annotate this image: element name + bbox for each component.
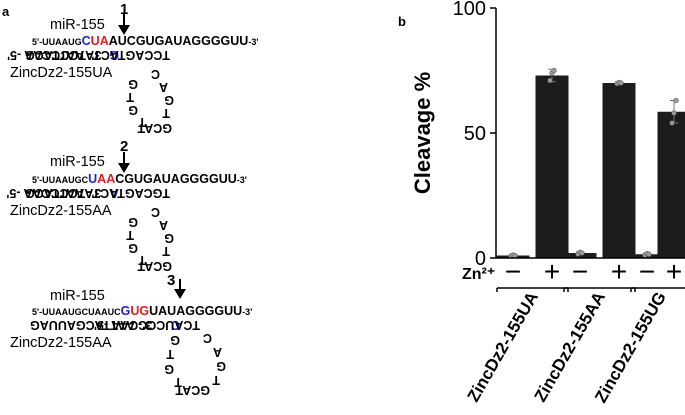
data-point-2-0-2 xyxy=(646,251,652,257)
svg-text:G: G xyxy=(170,333,180,347)
cleavage-site-number-2: 2 xyxy=(120,138,128,155)
svg-text:T: T xyxy=(166,347,174,361)
svg-text:G: G xyxy=(128,77,138,91)
svg-text:GCAT: GCAT xyxy=(137,121,172,135)
svg-text:G: G xyxy=(164,231,174,245)
dz-right-arm-3: TCAUCCCCAA -5' xyxy=(94,318,200,332)
dnazyme-name-2: ZincDz2-155AA xyxy=(10,203,112,219)
mirna-label-2: miR-155 xyxy=(50,154,105,170)
bar-ZincDz2-155UA-plus xyxy=(535,75,569,258)
dnazyme-name-3: ZincDz2-155AA xyxy=(10,335,112,351)
svg-text:C: C xyxy=(203,331,212,345)
data-point-2-1-2 xyxy=(673,97,679,104)
condition-sign-0-0: − xyxy=(505,256,521,287)
cleavage-arrow-1-head xyxy=(118,25,130,35)
svg-text:GCAT: GCAT xyxy=(137,259,172,273)
svg-text:T: T xyxy=(138,115,146,129)
svg-text:G: G xyxy=(128,103,138,117)
dz-cleavage-base-1: G xyxy=(109,48,119,62)
svg-text:C: C xyxy=(151,67,160,81)
svg-text:T: T xyxy=(126,228,134,242)
condition-sign-2-0: − xyxy=(639,256,655,287)
cleavage-site-number-1: 1 xyxy=(120,1,128,18)
bar-ZincDz2-155UG-plus xyxy=(657,111,685,258)
svg-text:C: C xyxy=(151,205,160,219)
svg-text:GCAT: GCAT xyxy=(175,383,210,397)
y-tick-label-0: 0 xyxy=(475,248,486,270)
data-point-2-1-0 xyxy=(669,120,675,126)
svg-text:A: A xyxy=(159,218,168,232)
data-point-0-1-2 xyxy=(551,67,557,74)
mirna-sequence-1: 5'-UUAAUGCUAAUCGUGAUAGGGGUU-3' xyxy=(32,34,258,48)
cleavage-site-number-3: 3 xyxy=(167,272,175,289)
y-axis-title: Cleavage % xyxy=(410,72,435,194)
cleavage-arrow-3-head xyxy=(174,289,186,299)
mirna-label-3: miR-155 xyxy=(50,288,105,304)
svg-text:T: T xyxy=(212,373,220,387)
condition-sign-0-1: + xyxy=(544,256,560,287)
dz-cleavage-base-2: A xyxy=(110,186,119,200)
svg-text:A: A xyxy=(213,345,222,359)
dz-right-arm-1: TCCAGTACTATCCCCAA -5' xyxy=(7,48,170,62)
catalytic-loop-2: G T G T C A G T GCAT xyxy=(126,205,174,273)
catalytic-loop-3: G T G T C A G T GCAT xyxy=(164,331,226,397)
mirna-sequence-3: 5'-UUAAUGCUAAUCGUGUAUAGGGGUU-3' xyxy=(32,304,252,318)
y-tick-label-2: 100 xyxy=(453,0,486,20)
y-tick-label-1: 50 xyxy=(464,123,486,145)
svg-text:T: T xyxy=(126,90,134,104)
svg-text:T: T xyxy=(162,106,170,120)
svg-text:T: T xyxy=(138,253,146,267)
mirna-label-1: miR-155 xyxy=(50,17,105,33)
svg-text:G: G xyxy=(128,241,138,255)
dz-left-arm-2: 3'- AATTACG xyxy=(25,186,101,200)
dz-right-arm-2: TGCAGTACTATCCCCAA -5' xyxy=(6,186,170,200)
bar-ZincDz2-155AA-plus xyxy=(602,83,636,258)
catalytic-loop-1: G T G T C A G T GCAT xyxy=(126,67,174,135)
svg-text:G: G xyxy=(128,215,138,229)
data-point-0-1-0 xyxy=(547,77,553,84)
dz-left-arm-3: 3'- AATTACGAUUAG xyxy=(30,318,152,332)
scheme-2: 2 miR-155 5'-UUAAUGCUAACGUGAUAGGGGUU-3' … xyxy=(6,138,247,273)
panel-a-label: a xyxy=(2,4,10,19)
condition-sign-1-1: + xyxy=(611,256,627,287)
svg-text:T: T xyxy=(174,375,182,389)
panel-b-label: b xyxy=(398,14,406,29)
scheme-3: 3 miR-155 5'-UUAAUGCUAAUCGUGUAUAGGGGUU-3… xyxy=(10,272,252,397)
condition-sign-1-0: − xyxy=(572,256,588,287)
condition-label: Zn²⁺ xyxy=(462,266,495,283)
svg-text:G: G xyxy=(216,359,226,373)
condition-sign-2-1: + xyxy=(666,256,682,287)
svg-text:G: G xyxy=(164,93,174,107)
scheme-1: 1 miR-155 5'-UUAAUGCUAAUCGUGAUAGGGGUU-3'… xyxy=(7,1,258,135)
data-point-2-1-1 xyxy=(671,110,677,116)
mirna-sequence-2: 5'-UUAAUGCUAACGUGAUAGGGGUU-3' xyxy=(32,172,247,186)
data-point-1-1-2 xyxy=(618,80,624,86)
dz-cleavage-base-3: C xyxy=(171,318,180,332)
dnazyme-name-1: ZincDz2-155UA xyxy=(10,65,113,81)
svg-text:G: G xyxy=(164,362,174,376)
svg-text:T: T xyxy=(162,244,170,258)
data-point-1-0-2 xyxy=(579,250,585,256)
group-label-0: ZincDz2-155UA xyxy=(464,289,542,406)
svg-text:A: A xyxy=(159,80,168,94)
cleavage-arrow-2-head xyxy=(118,163,130,173)
dz-left-arm-1: 3'- AATTACG xyxy=(25,48,101,62)
